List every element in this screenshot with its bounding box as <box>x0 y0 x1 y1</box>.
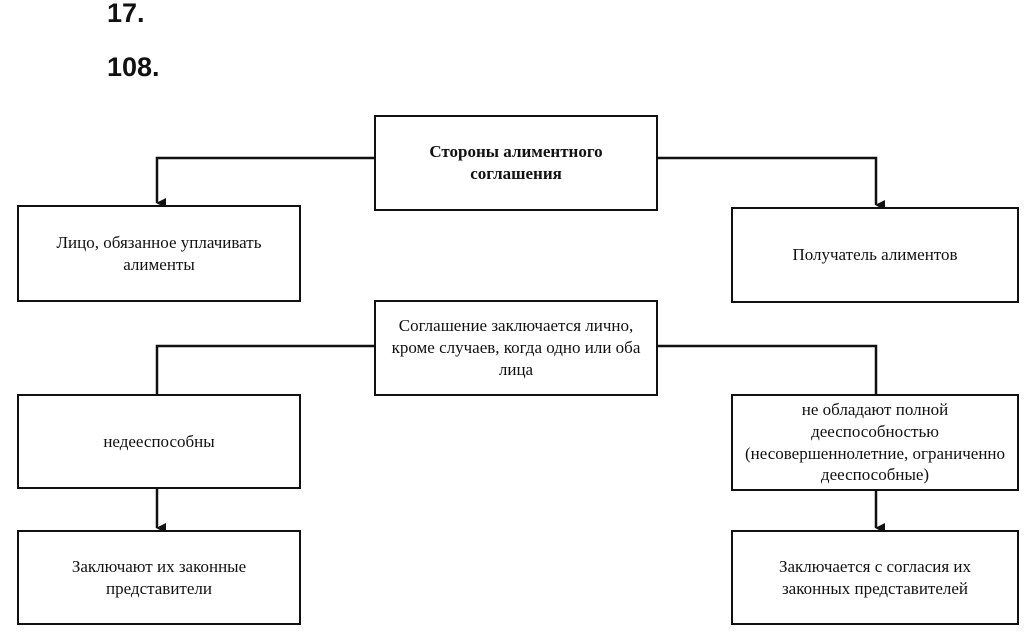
recipient-node-label: Получатель алиментов <box>792 245 958 265</box>
arrow-root-to-payer <box>155 156 374 208</box>
line-condition-to-partial <box>658 344 878 394</box>
consent-node-label: Заключается с согласия их законных предс… <box>778 556 972 598</box>
incapable-node-label: недееспособны <box>103 431 215 451</box>
problem-number-108: 108. <box>107 52 160 82</box>
condition-node-label: Соглашение заключается лично, кроме случ… <box>391 316 641 379</box>
incapable-node: недееспособны <box>17 394 301 489</box>
condition-node: Соглашение заключается лично, кроме случ… <box>374 300 658 396</box>
recipient-node: Получатель алиментов <box>731 207 1019 303</box>
page-number-17: 17. <box>107 0 145 28</box>
payer-node-label: Лицо, обязанное уплачивать алименты <box>56 232 262 274</box>
root-node-label: Стороны алиментного соглашения <box>429 142 603 183</box>
line-condition-to-incapable <box>155 344 374 394</box>
partial-capacity-node-label: не обладают полной дееспособностью (несо… <box>744 400 1006 485</box>
payer-node: Лицо, обязанное уплачивать алименты <box>17 205 301 302</box>
representatives-node: Заключают их законные представители <box>17 530 301 625</box>
arrow-root-to-recipient <box>658 156 885 210</box>
root-node: Стороны алиментного соглашения <box>374 115 658 211</box>
consent-node: Заключается с согласия их законных предс… <box>731 530 1019 625</box>
partial-capacity-node: не обладают полной дееспособностью (несо… <box>731 394 1019 491</box>
representatives-node-label: Заключают их законные представители <box>71 556 247 598</box>
